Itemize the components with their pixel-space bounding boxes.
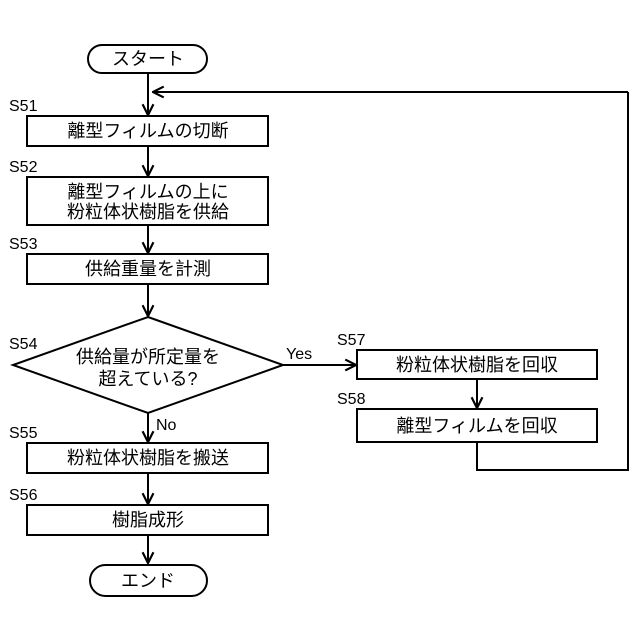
step-id-s53: S53	[9, 236, 38, 253]
step-id-s52: S52	[9, 159, 38, 176]
process-s58-box	[356, 408, 598, 443]
connector-s58-loop-back	[476, 92, 629, 471]
step-id-s51: S51	[9, 98, 38, 115]
process-s56-box	[26, 504, 269, 536]
process-s53-box	[26, 253, 269, 285]
process-s51-box	[26, 115, 269, 147]
process-s57-box	[356, 349, 598, 380]
process-s52-label-line1: 離型フィルムの上に	[67, 182, 228, 202]
step-id-s55: S55	[9, 425, 38, 442]
step-id-s57: S57	[337, 332, 366, 349]
process-s56-label: 樹脂成形	[112, 510, 184, 530]
branch-label-no: No	[156, 417, 177, 434]
end-terminal-label: エンド	[121, 571, 175, 591]
step-id-s56: S56	[9, 487, 38, 504]
process-s55-box	[26, 442, 269, 474]
decision-s54-label-line2: 超えている?	[98, 369, 197, 389]
branch-label-yes: Yes	[286, 346, 312, 363]
start-terminal	[87, 44, 208, 74]
process-s53-label: 供給重量を計測	[85, 259, 211, 279]
end-terminal	[89, 564, 208, 597]
start-terminal-label: スタート	[112, 49, 184, 69]
decision-s54-diamond	[10, 315, 286, 415]
process-s52-label-line2: 粉粒体状樹脂を供給	[67, 202, 229, 222]
decision-s54-label-line1: 供給量が所定量を	[76, 347, 220, 367]
process-s55-label: 粉粒体状樹脂を搬送	[67, 448, 229, 468]
process-s58-label: 離型フィルムを回収	[396, 416, 557, 436]
step-id-s58: S58	[337, 391, 366, 408]
process-s57-label: 粉粒体状樹脂を回収	[396, 355, 558, 375]
process-s51-label: 離型フィルムの切断	[67, 121, 228, 141]
process-s52-box	[26, 176, 269, 226]
step-id-s54: S54	[9, 336, 38, 353]
